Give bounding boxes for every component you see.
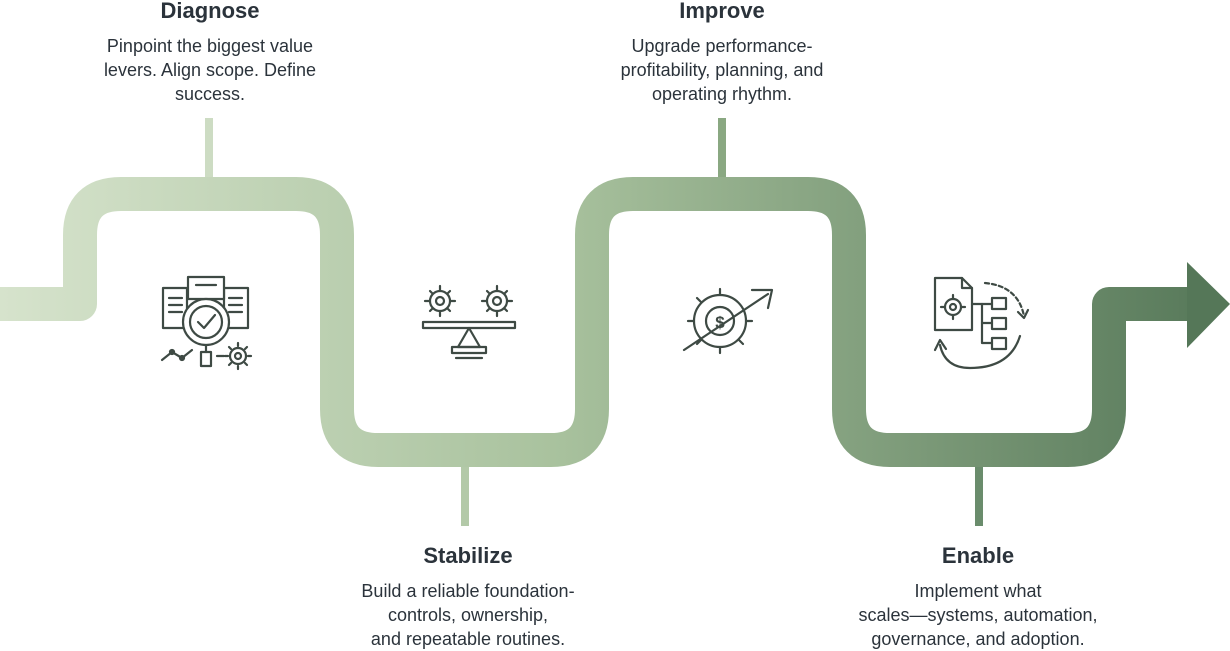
svg-text:$: $ [715,313,725,332]
stage-stabilize: Stabilize Build a reliable foundation- c… [318,543,618,651]
stage-diagnose: Diagnose Pinpoint the biggest value leve… [60,0,360,106]
stage-improve: Improve Upgrade performance- profitabili… [572,0,872,106]
stage-title-enable: Enable [941,543,1015,568]
stage-description-stabilize: Build a reliable foundation- controls, o… [361,581,575,649]
balance-scale-gears-icon [421,284,517,360]
connector-diagnose [205,118,213,180]
stage-title-diagnose: Diagnose [160,0,260,23]
stage-title-stabilize: Stabilize [423,543,513,568]
connector-improve [718,118,726,180]
connector-stabilize [461,466,469,526]
winding-process-path [0,177,1192,467]
magnifier-checkmark-icon [160,275,253,371]
dollar-gear-growth-icon: $ [682,287,774,355]
workflow-cycle-icon [933,276,1030,370]
stage-title-improve: Improve [679,0,765,23]
connector-enable [975,466,983,526]
stage-description-enable: Implement what scales—systems, automatio… [858,581,1098,649]
path-arrowhead [1187,262,1230,348]
stage-enable: Enable Implement what scales—systems, au… [828,543,1128,651]
stage-description-improve: Upgrade performance- profitability, plan… [620,36,824,104]
stage-description-diagnose: Pinpoint the biggest value levers. Align… [103,36,317,104]
